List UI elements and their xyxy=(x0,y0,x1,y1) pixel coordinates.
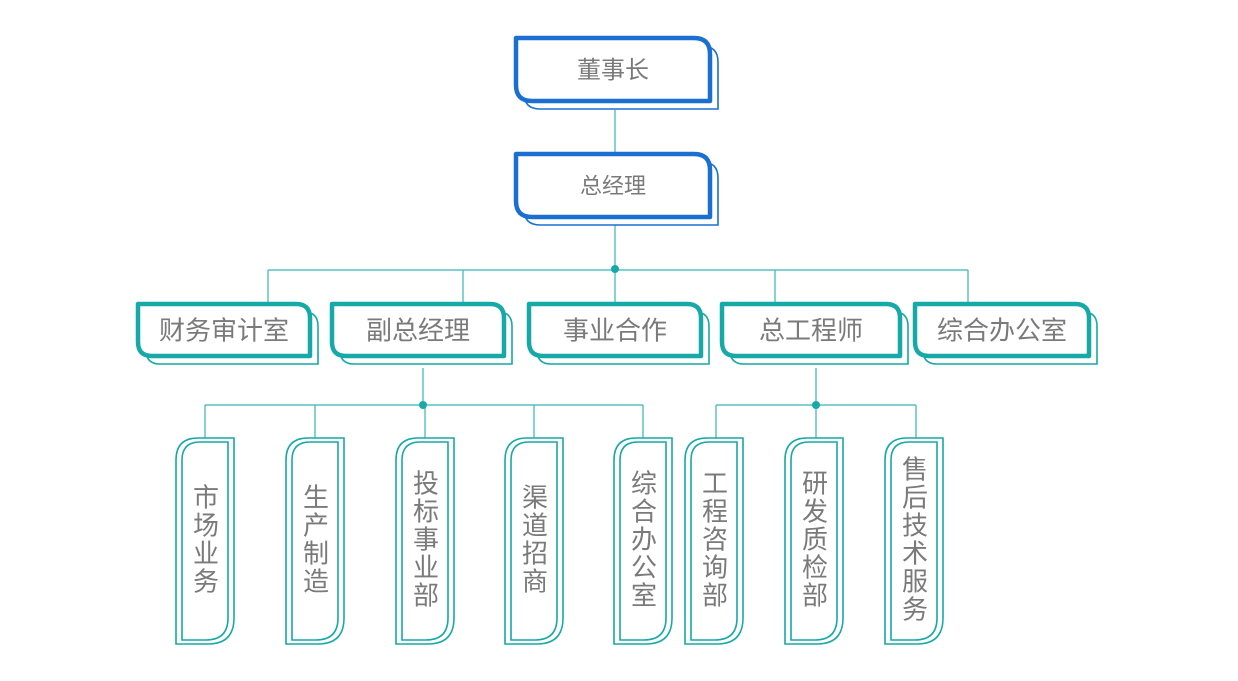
engineer-dept-box-2-inner xyxy=(890,441,938,641)
vp-dept-box-3-label: 渠道招商 xyxy=(522,483,548,597)
vp-dept-box-2: 投标事业部 xyxy=(395,437,455,645)
engineer-dept-box-1-label: 研发质检部 xyxy=(802,469,828,611)
vp-dept-box-1-outer xyxy=(285,437,345,645)
level2-box-1-frame xyxy=(329,301,507,359)
general-manager-box: 总经理 xyxy=(513,151,719,226)
level2-box-3-label: 总工程师 xyxy=(759,316,863,346)
engineer-dept-box-0-inner xyxy=(690,441,738,641)
general-manager-box-frame xyxy=(513,151,713,220)
vp-dept-box-4-inner xyxy=(619,441,667,641)
vp-dept-box-1: 生产制造 xyxy=(285,437,345,645)
engineer-dept-box-2: 售后技术服务 xyxy=(884,437,944,645)
level2-box-1: 副总经理 xyxy=(329,301,513,365)
general-manager-box-label: 总经理 xyxy=(580,174,646,199)
vp-dept-box-3: 渠道招商 xyxy=(504,437,564,645)
level2-box-2-frame xyxy=(526,301,704,359)
level2-box-4-frame xyxy=(912,301,1092,359)
level2-box-0: 财务审计室 xyxy=(135,301,319,365)
engineer-dept-box-1-inner xyxy=(790,441,838,641)
engineer-dept-box-0-label: 工程咨询部 xyxy=(702,469,728,611)
level2-box-1-label: 副总经理 xyxy=(366,316,470,346)
engineer-dept-box-2-label: 售后技术服务 xyxy=(902,455,928,625)
engineer-dept-box-1-outer xyxy=(784,437,844,645)
org-nodes: 董事长总经理财务审计室副总经理事业合作总工程师综合办公室市场业务生产制造投标事业… xyxy=(135,35,1098,645)
vp-dept-box-3-outer xyxy=(504,437,564,645)
vp-dept-box-4-label: 综合办公室 xyxy=(631,469,657,611)
level2-box-0-frame xyxy=(135,301,313,359)
engineer-dept-box-1: 研发质检部 xyxy=(784,437,844,645)
level2-box-4-label: 综合办公室 xyxy=(937,316,1067,346)
level2-box-4: 综合办公室 xyxy=(912,301,1098,365)
vp-dept-box-1-inner xyxy=(291,441,339,641)
vp-dept-box-4-outer xyxy=(613,437,673,645)
vp-dept-box-0-label: 市场业务 xyxy=(193,483,219,597)
engineer-dept-box-2-outer xyxy=(884,437,944,645)
engineer-dept-box-0-outer xyxy=(684,437,744,645)
vp-dept-box-3-inner xyxy=(510,441,558,641)
junction-dot-engineer xyxy=(812,401,820,409)
level2-box-0-label: 财务审计室 xyxy=(159,316,289,346)
vp-dept-box-0: 市场业务 xyxy=(175,437,235,645)
vp-dept-box-0-inner xyxy=(181,441,229,641)
vp-dept-box-0-outer xyxy=(175,437,235,645)
vp-dept-box-2-label: 投标事业部 xyxy=(413,469,439,611)
vp-dept-box-1-label: 生产制造 xyxy=(303,483,329,597)
level2-box-3: 总工程师 xyxy=(719,301,909,365)
junction-dot-level2 xyxy=(611,265,619,273)
chairman-box: 董事长 xyxy=(513,35,719,110)
vp-dept-box-2-outer xyxy=(395,437,455,645)
junction-dot-vp xyxy=(419,401,427,409)
chairman-box-label: 董事长 xyxy=(577,56,649,84)
level2-box-3-frame xyxy=(719,301,903,359)
vp-dept-box-2-inner xyxy=(401,441,449,641)
level2-box-2-label: 事业合作 xyxy=(563,316,667,346)
vp-dept-box-4: 综合办公室 xyxy=(613,437,673,645)
engineer-dept-box-0: 工程咨询部 xyxy=(684,437,744,645)
connector-lines xyxy=(204,110,969,438)
level2-box-2: 事业合作 xyxy=(526,301,710,365)
chairman-box-frame xyxy=(513,35,713,104)
